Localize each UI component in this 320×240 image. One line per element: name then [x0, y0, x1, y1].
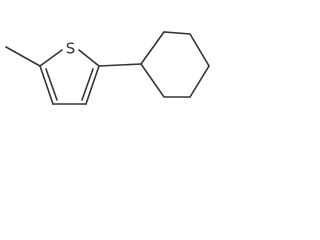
molecule-diagram: S — [5, 31, 210, 105]
sulfur-atom-label: S — [66, 40, 76, 58]
thiophene-bond-c2-s — [39, 49, 63, 67]
thiophene-bond-c5-c4 — [85, 65, 100, 105]
cyclohexane-ring — [140, 31, 210, 98]
thiophene-bond-c3-c2 — [39, 65, 54, 105]
thiophene-double-bond-c2-c3 — [45, 68, 58, 101]
thiophene-double-bond-c4-c5 — [81, 68, 94, 101]
thiophene-bond-s-c5 — [78, 49, 100, 67]
structure-canvas: S — [0, 0, 214, 125]
methyl-bond — [5, 46, 41, 67]
ring-link-bond — [98, 63, 142, 67]
